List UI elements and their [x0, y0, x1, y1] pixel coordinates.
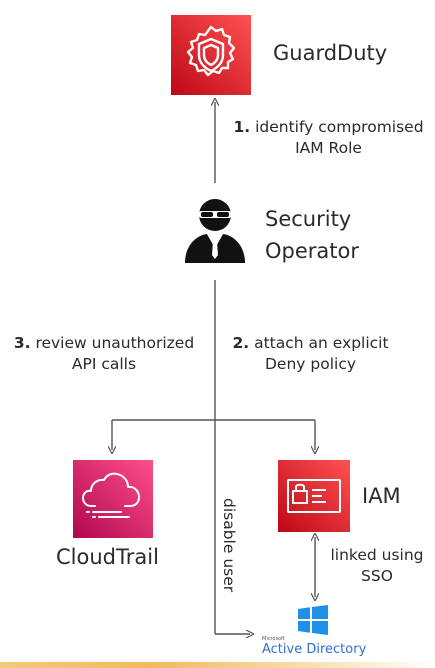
step3-number: 3. [13, 334, 31, 352]
cloudtrail-cloud-icon [73, 460, 153, 538]
active-directory-label: Active Directory [262, 642, 367, 657]
linked-sso-label: linked using SSO [322, 545, 432, 587]
linked-line1: linked using [330, 546, 424, 564]
step1-line2: IAM Role [295, 139, 362, 157]
iam-id-card-icon [278, 460, 350, 532]
step3-label: 3. review unauthorized API calls [4, 333, 204, 375]
step3-line1: review unauthorized [35, 334, 195, 352]
step2-label: 2. attach an explicit Deny policy [223, 333, 398, 375]
cloudtrail-label: CloudTrail [56, 545, 159, 569]
operator-label-line1: Security [265, 207, 352, 231]
windows-logo-icon [298, 605, 328, 635]
step1-number: 1. [233, 118, 251, 136]
step3-line2: API calls [71, 355, 137, 373]
active-directory-microsoft-text: Microsoft [262, 636, 285, 642]
step2-line2: Deny policy [264, 355, 357, 373]
operator-label-line2: Operator [265, 239, 359, 263]
step2-number: 2. [232, 334, 250, 352]
guardduty-shield-gear-icon [171, 15, 251, 95]
disable-user-label: disable user [220, 498, 238, 593]
step2-line1: attach an explicit [254, 334, 389, 352]
guardduty-label: GuardDuty [273, 41, 388, 65]
step1-line1: identify compromised [255, 118, 424, 136]
iam-label: IAM [362, 484, 401, 508]
step1-label: 1. identify compromised IAM Role [226, 117, 431, 159]
linked-line2: SSO [361, 567, 393, 585]
security-operator-icon [185, 199, 245, 263]
operator-label: Security Operator [265, 203, 359, 267]
decorative-bottom-bar [0, 662, 435, 668]
